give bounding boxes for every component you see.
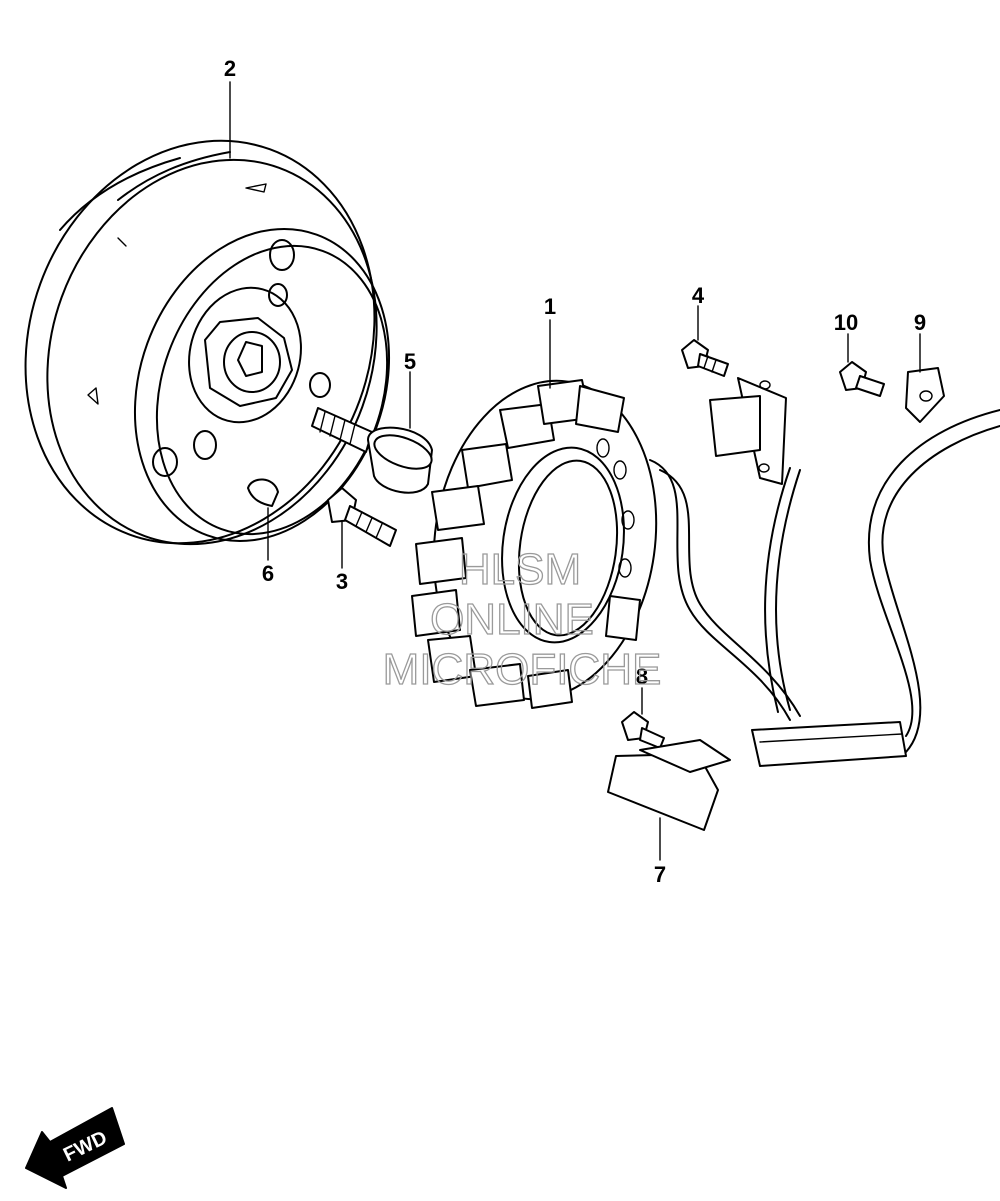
rotor-bolt — [311, 407, 433, 494]
clamp-bolt — [839, 361, 885, 397]
flywheel-rotor — [24, 139, 391, 546]
stator-wire-harness — [649, 409, 1000, 767]
callout-1: 1 — [544, 294, 556, 319]
callout-8: 8 — [636, 664, 648, 689]
wire-clamp — [905, 367, 945, 423]
callout-2: 2 — [224, 56, 236, 81]
forward-arrow-icon: FWD — [25, 1107, 125, 1189]
watermark-line-3: MICROFICHE — [383, 645, 662, 694]
callout-10: 10 — [834, 310, 858, 335]
callout-6: 6 — [262, 561, 274, 586]
callout-3: 3 — [336, 569, 348, 594]
bracket-bolt — [621, 711, 665, 749]
callout-9: 9 — [914, 310, 926, 335]
watermark: HLSM ONLINE MICROFICHE — [382, 544, 662, 694]
callout-5: 5 — [404, 349, 416, 374]
watermark-line-1: HLSM — [459, 545, 581, 594]
pickup-coil-bolt — [681, 339, 729, 377]
wire-cover-bracket — [607, 739, 731, 831]
leader-lines — [229, 81, 921, 861]
stator-coil-assembly — [411, 379, 658, 709]
callout-labels: 1 2 3 4 5 6 7 8 9 10 — [224, 56, 926, 887]
woodruff-key — [247, 478, 279, 507]
stator-bolt — [327, 487, 397, 547]
watermark-line-2: ONLINE — [430, 595, 594, 644]
pickup-coil — [709, 377, 787, 485]
callout-4: 4 — [692, 283, 705, 308]
callout-7: 7 — [654, 862, 666, 887]
